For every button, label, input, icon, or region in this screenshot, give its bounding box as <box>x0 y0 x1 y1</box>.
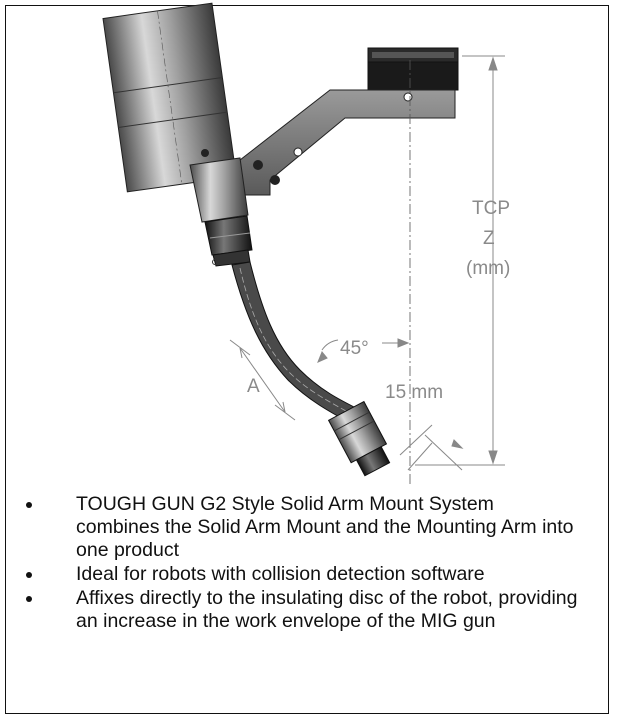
list-item: Ideal for robots with collision detectio… <box>20 563 580 586</box>
mounting-arm <box>239 89 456 196</box>
mounting-disc <box>367 47 459 91</box>
bullet-icon <box>26 502 32 508</box>
tcp-label-line1: TCP <box>472 198 510 219</box>
solid-arm-mount <box>189 149 249 223</box>
dimension-a <box>229 339 296 421</box>
angle-label: 45° <box>340 338 369 359</box>
dimension-a-label: A <box>247 376 260 397</box>
bullet-icon <box>26 596 32 602</box>
neck-collar <box>204 215 253 267</box>
gooseneck <box>212 259 361 425</box>
robot-wrist-cylinder <box>102 2 237 193</box>
welding-gun-diagram: TCP Z (mm) 45° A 15 mm <box>102 2 510 485</box>
nozzle <box>327 400 391 477</box>
dimension-15mm <box>399 424 464 471</box>
dimension-15mm-label: 15 mm <box>385 382 443 403</box>
tcp-z-dimension <box>415 55 505 466</box>
feature-list: TOUGH GUN G2 Style Solid Arm Mount Syste… <box>20 493 580 634</box>
list-item: TOUGH GUN G2 Style Solid Arm Mount Syste… <box>20 493 580 562</box>
tcp-label-line2: Z <box>483 228 495 249</box>
bullet-text: Ideal for robots with collision detectio… <box>76 563 485 585</box>
list-item: Affixes directly to the insulating disc … <box>20 587 580 633</box>
bullet-text: Affixes directly to the insulating disc … <box>76 587 578 632</box>
bullet-icon <box>26 572 32 578</box>
bullet-text: TOUGH GUN G2 Style Solid Arm Mount Syste… <box>76 493 574 561</box>
tcp-label-line3: (mm) <box>466 258 510 279</box>
angle-indicator <box>317 338 410 363</box>
